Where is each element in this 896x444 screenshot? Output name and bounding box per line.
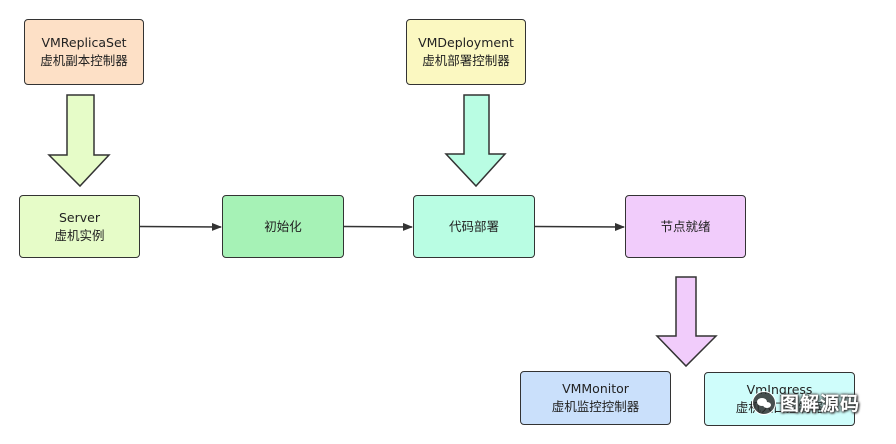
node-label: 代码部署 [448,218,499,234]
node-server: Server 虚机实例 [19,195,140,258]
node-label-line2: 虚机实例 [54,227,105,243]
node-label: 节点就绪 [660,218,711,234]
node-code-deploy: 代码部署 [413,195,535,258]
node-vm-monitor: VMMonitor 虚机监控控制器 [520,371,671,425]
node-vm-deployment: VMDeployment 虚机部署控制器 [406,19,526,85]
node-label-line2: 虚机监控控制器 [551,399,640,414]
node-init: 初始化 [222,195,344,258]
arrow-init-to-code [343,222,413,231]
node-label-line1: VMMonitor [562,381,629,396]
node-label-line2: 虚机副本控制器 [40,53,128,68]
node-label-line1: Server [59,209,100,225]
big-arrow-deployment-to-code [444,94,507,188]
node-label-line1: VMReplicaSet [41,35,127,50]
watermark-text: 图解源码 [780,393,861,415]
node-label-line1: VMDeployment [418,35,514,50]
node-vm-replicaset: VMReplicaSet 虚机副本控制器 [24,19,144,85]
node-label: 初始化 [264,218,302,234]
node-label-line2: 虚机部署控制器 [422,53,510,68]
node-ready: 节点就绪 [625,195,746,258]
wechat-icon [752,390,776,415]
big-arrow-replicaset-to-server [47,94,111,188]
watermark: 图解源码 [752,389,860,416]
big-arrow-ready-to-controllers [655,276,718,368]
arrow-server-to-init [139,222,222,231]
arrow-code-to-ready [534,222,625,231]
